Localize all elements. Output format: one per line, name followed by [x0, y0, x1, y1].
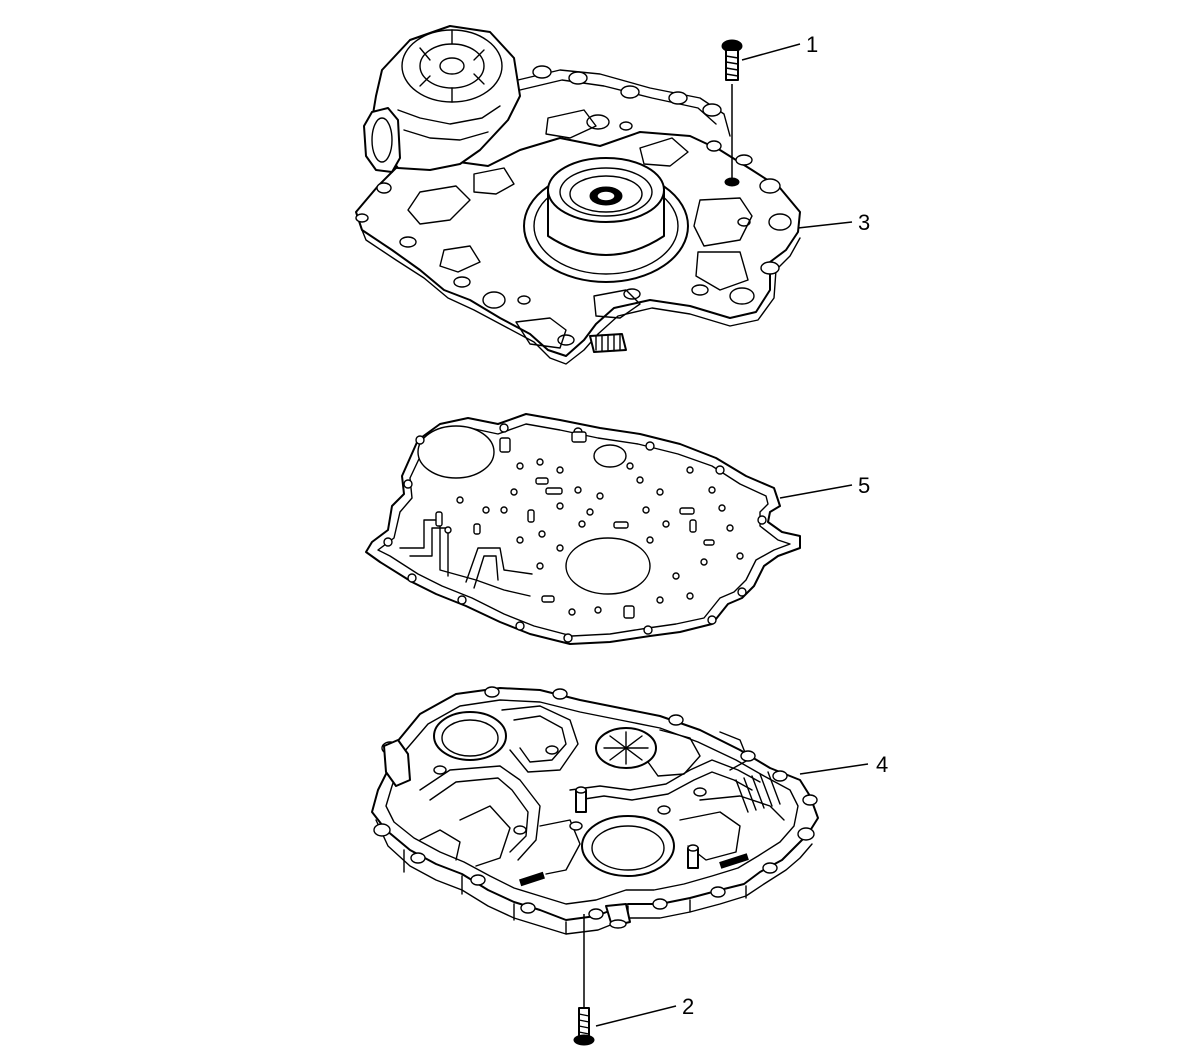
separator-plate — [365, 413, 801, 645]
valve-body — [371, 686, 819, 935]
valve-body-bores — [433, 711, 675, 877]
callout-2: 2 — [595, 994, 694, 1027]
callout-1-label: 1 — [806, 32, 818, 57]
callout-4: 4 — [799, 752, 888, 777]
callout-5-label: 5 — [858, 473, 870, 498]
bearing-boss — [523, 157, 689, 283]
callout-4-label: 4 — [876, 752, 888, 777]
valve-body-bolt-bosses — [373, 686, 818, 920]
callout-2-label: 2 — [682, 994, 694, 1019]
bolt-2 — [573, 914, 595, 1046]
bolt-1 — [721, 39, 743, 187]
upper-cover-assembly — [355, 25, 801, 365]
callout-1: 1 — [741, 32, 818, 61]
valve-body-channels — [419, 705, 785, 875]
separator-plate-orifices — [435, 431, 744, 619]
callout-3-label: 3 — [858, 210, 870, 235]
separator-plate-bolt-holes — [383, 423, 767, 643]
callout-5: 5 — [779, 473, 870, 499]
callout-3: 3 — [797, 210, 870, 235]
